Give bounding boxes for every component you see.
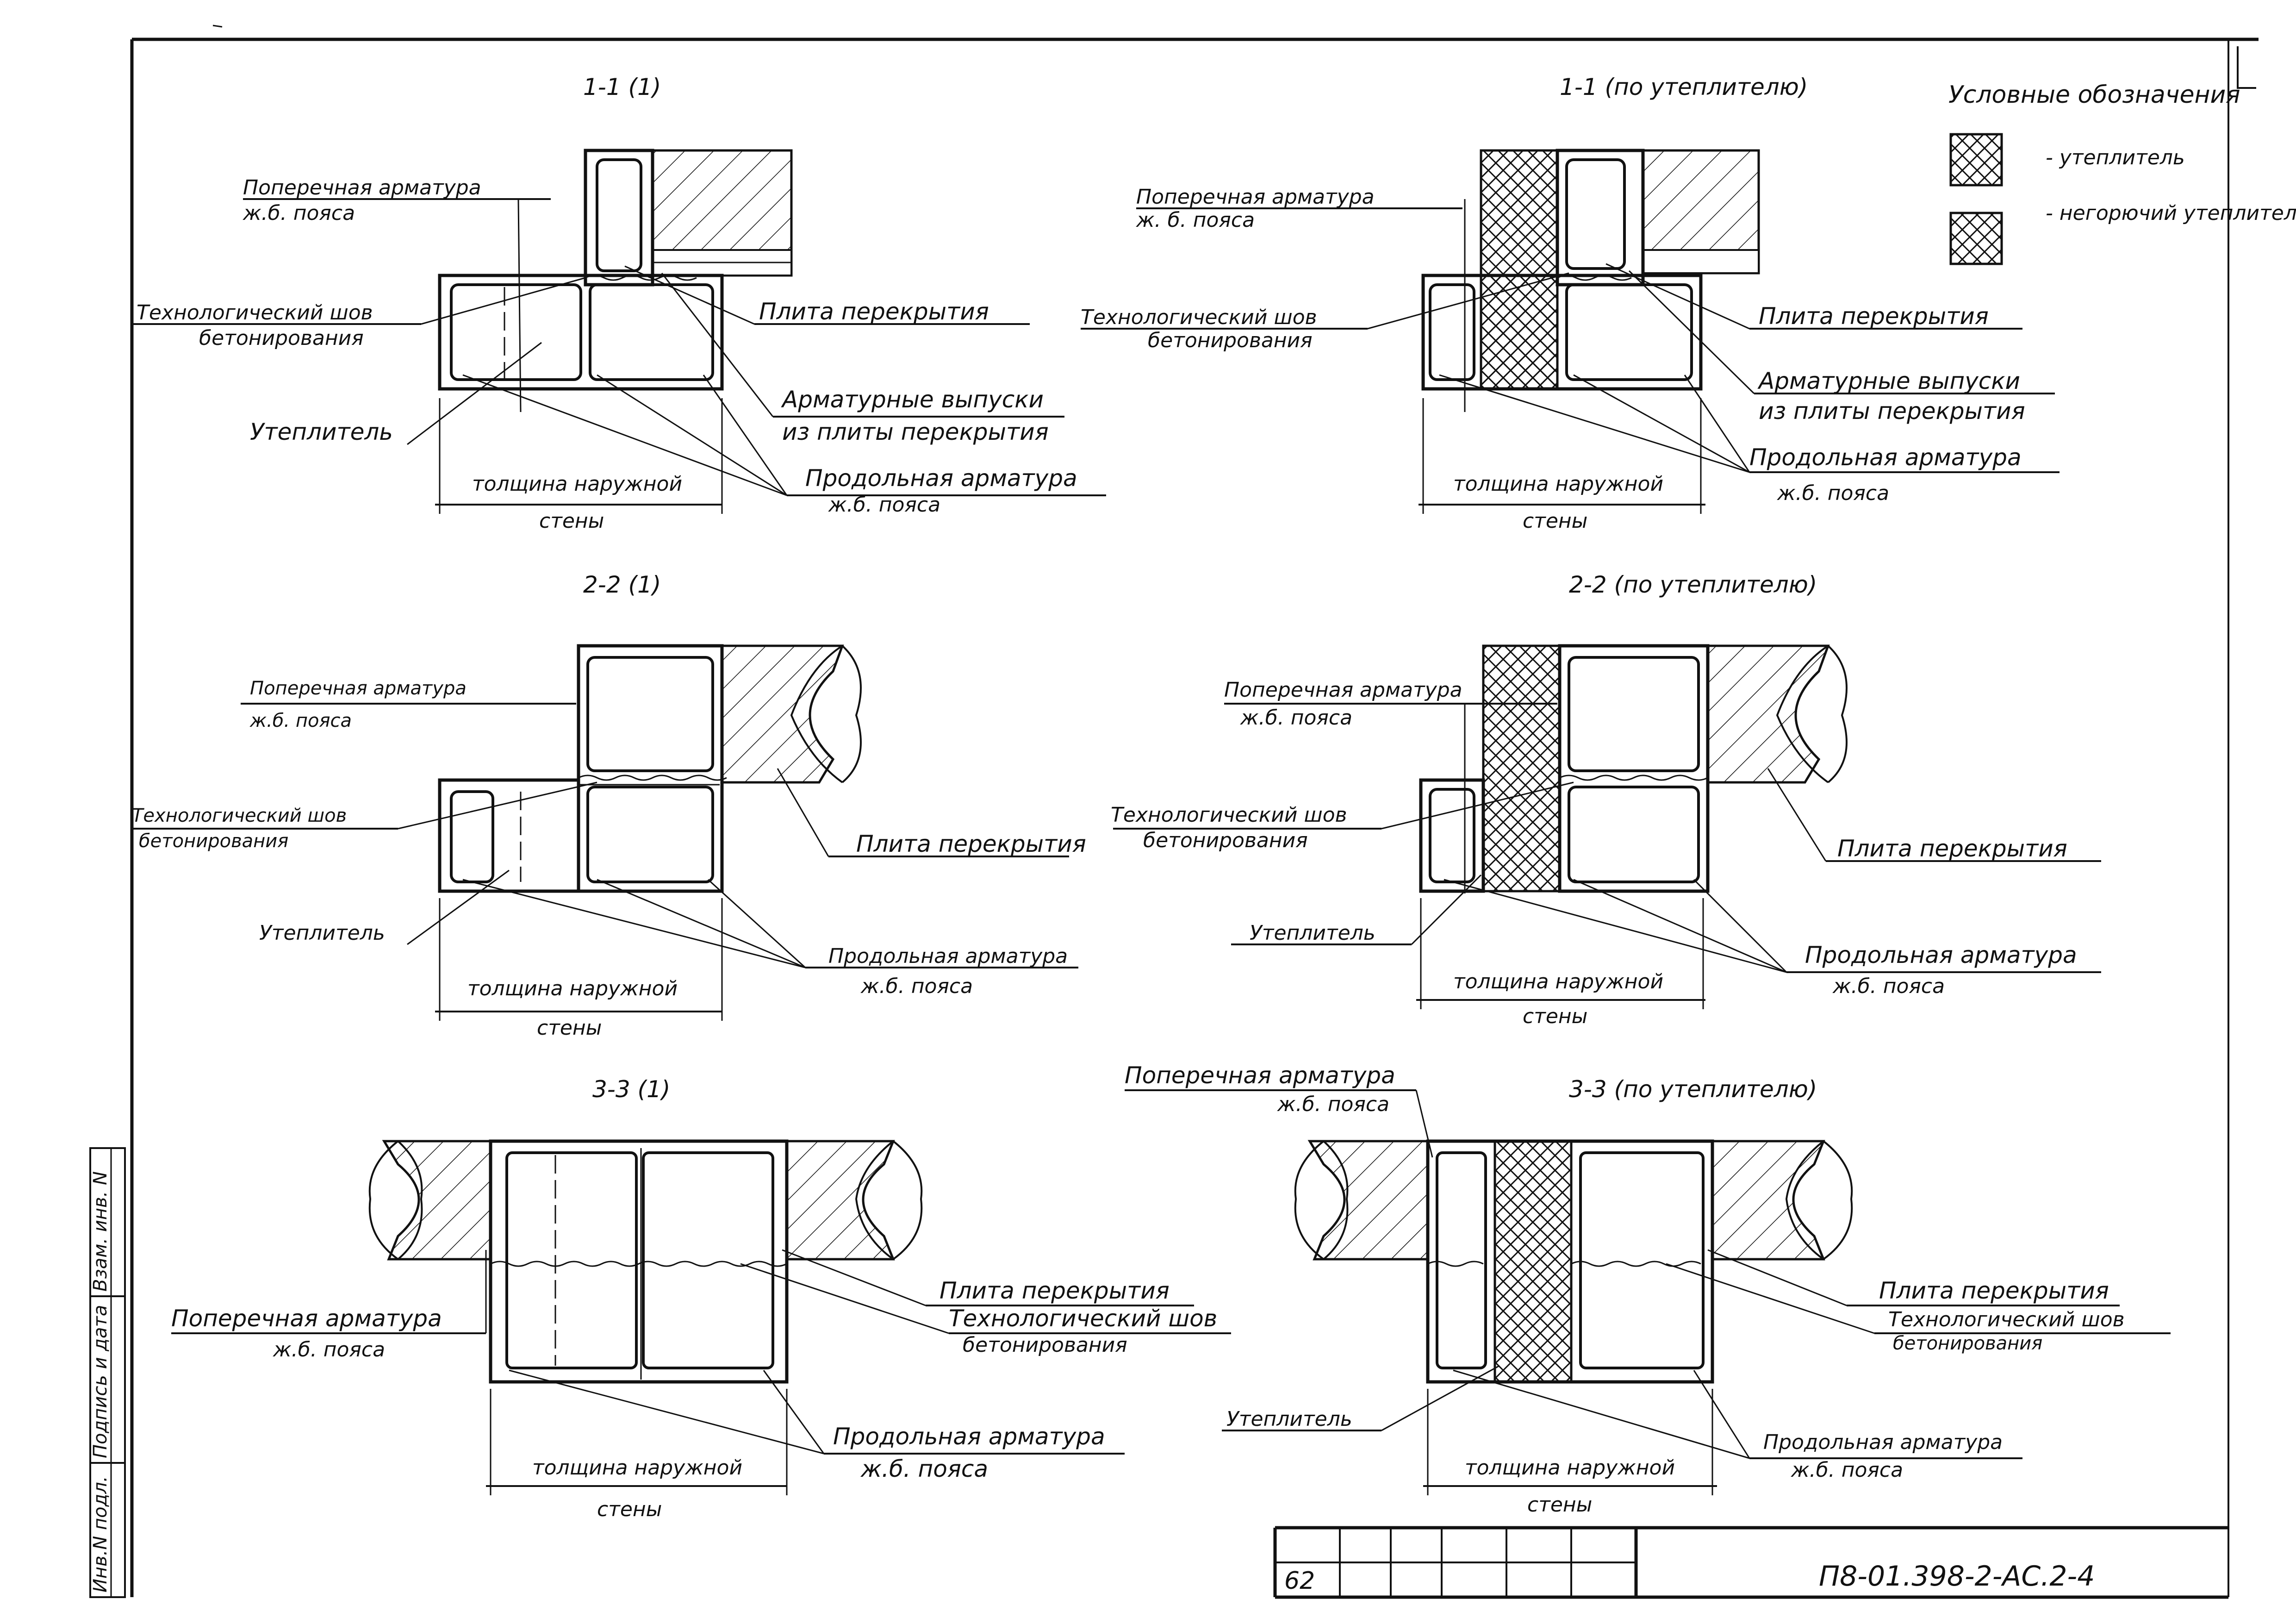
svg-text:ж.б. пояса: ж.б. пояса xyxy=(243,201,355,225)
svg-text:стены: стены xyxy=(1527,1493,1592,1517)
section-title: 1-1 (по утеплителю) xyxy=(1560,74,1808,100)
svg-text:Утеплитель: Утеплитель xyxy=(259,921,385,945)
svg-text:Продольная арматура: Продольная арматура xyxy=(1749,444,2022,471)
svg-text:ж. б. пояса: ж. б. пояса xyxy=(1136,208,1255,232)
side-field-sign: Подпись и дата xyxy=(90,1305,111,1458)
svg-text:бетонирования: бетонирования xyxy=(1893,1333,2042,1354)
svg-text:Утеплитель: Утеплитель xyxy=(1250,921,1375,945)
svg-text:Технологический шов: Технологический шов xyxy=(1111,803,1347,827)
svg-text:Поперечная арматура: Поперечная арматура xyxy=(171,1305,442,1332)
svg-text:ж.б. пояса: ж.б. пояса xyxy=(273,1338,385,1362)
svg-text:Поперечная арматура: Поперечная арматура xyxy=(243,176,481,200)
svg-text:ж.б. пояса: ж.б. пояса xyxy=(1277,1093,1389,1116)
svg-text:Технологический шов: Технологический шов xyxy=(1081,306,1317,329)
svg-text:ж.б. пояса: ж.б. пояса xyxy=(860,974,973,998)
section-1-1-a: 1-1 (1) Поперечная арматура xyxy=(131,74,1106,533)
svg-text:Продольная арматура: Продольная арматура xyxy=(1805,942,2077,968)
side-stamp: Взам. инв. N Подпись и дата Инв.N подл. xyxy=(89,1147,126,1598)
svg-text:бетонирования: бетонирования xyxy=(139,831,288,852)
section-2-2-b: 2-2 (по утеплителю) Поперечная арматура … xyxy=(1111,571,2101,1028)
svg-text:Продольная арматура: Продольная арматура xyxy=(1763,1430,2003,1454)
svg-text:Технологический шов: Технологический шов xyxy=(132,805,347,826)
legend: Условные обозначения - утеплитель - него… xyxy=(1948,81,2296,265)
section-3-3-b: 3-3 (по утеплителю) Поперечная арматура xyxy=(1125,1062,2171,1517)
sheet-frame xyxy=(130,25,2259,1597)
svg-text:Продольная арматура: Продольная арматура xyxy=(828,944,1068,968)
svg-text:Продольная арматура: Продольная арматура xyxy=(805,465,1077,492)
svg-text:толщина наружной: толщина наружной xyxy=(532,1456,742,1480)
section-1-1-b: 1-1 (по утеплителю) Поперечная арматура … xyxy=(1081,74,2060,533)
svg-text:стены: стены xyxy=(1523,509,1587,533)
section-title: 3-3 (по утеплителю) xyxy=(1569,1076,1817,1103)
svg-text:Плита перекрытия: Плита перекрытия xyxy=(1879,1277,2109,1304)
svg-text:стены: стены xyxy=(597,1498,662,1521)
legend-swatch-noncombustible xyxy=(1949,212,2003,265)
svg-text:ж.б. пояса: ж.б. пояса xyxy=(1240,706,1352,730)
svg-text:Плита перекрытия: Плита перекрытия xyxy=(759,298,989,325)
svg-text:из плиты перекрытия: из плиты перекрытия xyxy=(1759,398,2025,425)
svg-text:Поперечная арматура: Поперечная арматура xyxy=(1125,1062,1395,1089)
svg-text:Технологический шов: Технологический шов xyxy=(137,301,373,325)
document-code: П8-01.398-2-АС.2-4 xyxy=(1819,1560,2095,1593)
svg-text:толщина наружной: толщина наружной xyxy=(467,977,678,1000)
svg-text:Технологический шов: Технологический шов xyxy=(949,1305,1217,1332)
svg-text:Арматурные выпуски: Арматурные выпуски xyxy=(1757,368,2020,394)
svg-text:Поперечная арматура: Поперечная арматура xyxy=(1224,678,1462,702)
svg-text:Арматурные выпуски: Арматурные выпуски xyxy=(781,386,1044,413)
svg-text:толщина наружной: толщина наружной xyxy=(1453,970,1663,993)
svg-text:бетонирования: бетонирования xyxy=(1148,329,1313,352)
title-block: 62 П8-01.398-2-АС.2-4 xyxy=(1273,1526,2228,1599)
svg-text:Плита перекрытия: Плита перекрытия xyxy=(940,1277,1170,1304)
svg-text:ж.б. пояса: ж.б. пояса xyxy=(1832,974,1945,998)
sheet-number: 62 xyxy=(1284,1567,1315,1595)
legend-label-insulation: - утеплитель xyxy=(2046,146,2185,169)
svg-text:ж.б. пояса: ж.б. пояса xyxy=(1777,481,1889,505)
svg-text:из плиты перекрытия: из плиты перекрытия xyxy=(782,418,1049,445)
svg-text:толщина наружной: толщина наружной xyxy=(1453,472,1663,496)
section-title: 2-2 (1) xyxy=(583,571,661,598)
svg-text:Плита перекрытия: Плита перекрытия xyxy=(856,831,1086,857)
svg-text:Поперечная арматура: Поперечная арматура xyxy=(1136,185,1375,209)
section-title: 3-3 (1) xyxy=(592,1076,670,1103)
legend-swatch-insulation xyxy=(1949,133,2003,187)
svg-text:стены: стены xyxy=(539,509,604,533)
section-title: 1-1 (1) xyxy=(583,74,661,100)
svg-text:стены: стены xyxy=(1523,1005,1587,1028)
svg-text:ж.б. пояса: ж.б. пояса xyxy=(249,710,352,731)
svg-text:толщина наружной: толщина наружной xyxy=(472,472,682,496)
legend-title: Условные обозначения xyxy=(1948,81,2240,109)
svg-text:ж.б. пояса: ж.б. пояса xyxy=(860,1455,988,1482)
section-3-3-a: 3-3 (1) Поперечная арматура ж.б. пояса П… xyxy=(171,1076,1231,1521)
side-field-inv: Инв.N подл. xyxy=(90,1476,111,1593)
svg-text:Плита перекрытия: Плита перекрытия xyxy=(1759,303,1989,330)
svg-text:ж.б. пояса: ж.б. пояса xyxy=(828,493,940,517)
svg-text:Плита перекрытия: Плита перекрытия xyxy=(1837,835,2067,862)
svg-text:бетонирования: бетонирования xyxy=(1143,829,1308,852)
section-title: 2-2 (по утеплителю) xyxy=(1569,571,1817,598)
svg-text:Технологический шов: Технологический шов xyxy=(1888,1308,2125,1331)
svg-text:бетонирования: бетонирования xyxy=(199,326,364,350)
svg-text:Утеплитель: Утеплитель xyxy=(250,418,393,445)
section-2-2-a: 2-2 (1) Поперечная арматура ж.б. пояса Т… xyxy=(132,571,1086,1040)
svg-text:бетонирования: бетонирования xyxy=(963,1333,1127,1357)
svg-text:Поперечная арматура: Поперечная арматура xyxy=(250,678,467,699)
svg-text:толщина наружной: толщина наружной xyxy=(1465,1456,1675,1480)
legend-label-noncombustible: - негорючий утеплитель xyxy=(2046,201,2296,225)
side-field-swap: Взам. инв. N xyxy=(90,1171,111,1292)
svg-text:ж.б. пояса: ж.б. пояса xyxy=(1791,1458,1903,1482)
svg-text:стены: стены xyxy=(537,1016,602,1040)
svg-text:Продольная арматура: Продольная арматура xyxy=(833,1423,1105,1450)
svg-text:Утеплитель: Утеплитель xyxy=(1226,1407,1352,1431)
